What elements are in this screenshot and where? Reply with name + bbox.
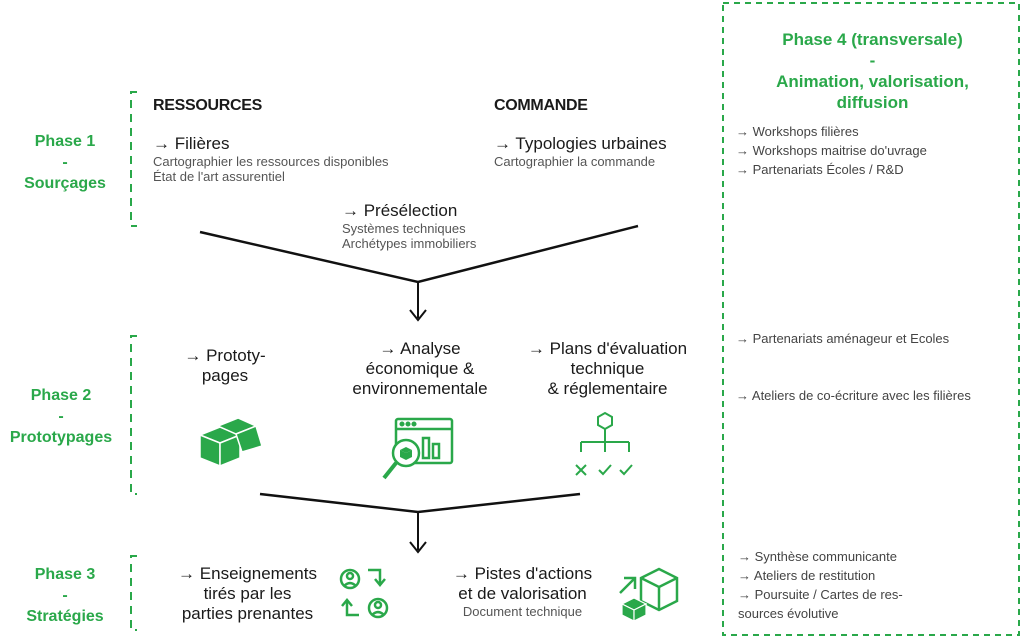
phase3-bracket xyxy=(130,555,137,631)
phase4-item: → Ateliers de co-écriture avec les filiè… xyxy=(736,388,971,403)
preselection-block: → Présélection Systèmes techniques Arché… xyxy=(342,201,476,251)
commande-heading: COMMANDE xyxy=(494,97,588,114)
phase4-item: → Ateliers de restitution xyxy=(738,568,876,583)
funnel-1-arrow-head xyxy=(409,309,427,322)
phase4-name-line1: Animation, valorisation, xyxy=(776,72,969,91)
pistes-line1: → Pistes d'actions xyxy=(452,564,593,583)
enseignements-line2: tirés par les xyxy=(203,584,292,603)
phase4-dash: - xyxy=(869,51,876,70)
phase2-dash: - xyxy=(58,408,64,425)
phase3-label: Phase 3 - Stratégies xyxy=(10,564,120,627)
cubes-export-icon xyxy=(619,567,679,622)
phase3-title: Phase 3 xyxy=(34,566,96,583)
people-exchange-icon xyxy=(339,568,389,619)
phase2-bracket xyxy=(130,335,137,495)
phase1-label: Phase 1 - Sourçages xyxy=(15,131,115,194)
prototypes-line2: pages xyxy=(201,366,249,385)
phase2-label: Phase 2 - Prototypages xyxy=(0,385,122,448)
phase4-group-2: → Partenariats aménageur et Ecoles xyxy=(736,329,949,348)
phase4-item: sources évolutive xyxy=(738,606,839,621)
enseignements-block: → Enseignements tirés par les parties pr… xyxy=(160,564,335,624)
phase2-title: Phase 2 xyxy=(30,387,92,404)
plans-line2: technique xyxy=(570,359,645,378)
pistes-block: → Pistes d'actions et de valorisation Do… xyxy=(425,564,620,619)
preselection-line1: Systèmes techniques xyxy=(342,221,466,236)
prototypes-line1: → Prototy- xyxy=(184,346,266,365)
commande-block: → Typologies urbaines Cartographier la c… xyxy=(494,134,667,169)
phase4-dashed-frame xyxy=(722,2,1020,636)
phase4-title: Phase 4 (transversale) xyxy=(782,30,963,49)
phase4-item: → Workshops filières xyxy=(736,124,859,139)
analyse-line2: économique & xyxy=(365,359,475,378)
preselection-line2: Archétypes immobiliers xyxy=(342,236,477,251)
ressources-heading: RESSOURCES xyxy=(153,97,263,114)
phase4-label: Phase 4 (transversale) - Animation, valo… xyxy=(730,29,1015,113)
pistes-line2: et de valorisation xyxy=(458,584,587,603)
ressources-block: → Filières Cartographier les ressources … xyxy=(153,134,389,184)
phase4-group-1: → Workshops filières → Workshops maitris… xyxy=(736,122,927,179)
evaluation-tree-icon xyxy=(575,411,633,476)
commande-line1: Cartographier la commande xyxy=(494,154,656,169)
enseignements-line1: → Enseignements xyxy=(178,564,317,583)
funnel-2-arrow-head xyxy=(409,541,427,554)
commande-title: → Typologies urbaines xyxy=(494,134,667,153)
phase4-group-3: → Ateliers de co-écriture avec les filiè… xyxy=(736,386,971,405)
ressources-line2: État de l'art assurentiel xyxy=(153,169,285,184)
phase3-dash: - xyxy=(62,587,68,604)
plans-line3: & réglementaire xyxy=(547,379,668,398)
prototypes-block: → Prototy- pages xyxy=(160,346,290,386)
plans-block: → Plans d'évaluation technique & régleme… xyxy=(505,339,710,399)
analyse-block: → Analyse économique & environnementale xyxy=(320,339,520,399)
phase4-item: → Synthèse communicante xyxy=(738,549,897,564)
phase3-name: Stratégies xyxy=(26,608,104,625)
phase1-title: Phase 1 xyxy=(34,133,96,150)
analyse-line3: environnementale xyxy=(352,379,488,398)
plans-line1: → Plans d'évaluation xyxy=(527,339,688,358)
ressources-title: → Filières xyxy=(153,134,230,153)
enseignements-line3: parties prenantes xyxy=(181,604,314,623)
preselection-title: → Présélection xyxy=(342,201,458,220)
phase1-dash: - xyxy=(62,154,68,171)
phase1-bracket xyxy=(130,91,137,227)
analyse-line1: → Analyse xyxy=(379,339,461,358)
phase2-name: Prototypages xyxy=(9,429,113,446)
analysis-magnifier-icon xyxy=(382,417,454,480)
phase4-item: → Partenariats aménageur et Ecoles xyxy=(736,331,950,346)
pistes-line3: Document technique xyxy=(462,604,583,619)
phase4-group-4: → Synthèse communicante → Ateliers de re… xyxy=(738,547,903,623)
ressources-line1: Cartographier les ressources disponibles xyxy=(153,154,389,169)
phase4-item: → Workshops maitrise do'uvrage xyxy=(736,143,927,158)
phase1-name: Sourçages xyxy=(24,175,106,192)
cubes-icon xyxy=(197,417,263,468)
phase4-item: → Poursuite / Cartes de res- xyxy=(738,587,903,602)
phase4-item: → Partenariats Écoles / R&D xyxy=(736,162,904,177)
funnel-2 xyxy=(259,492,581,514)
phase4-name-line2: diffusion xyxy=(836,93,909,112)
